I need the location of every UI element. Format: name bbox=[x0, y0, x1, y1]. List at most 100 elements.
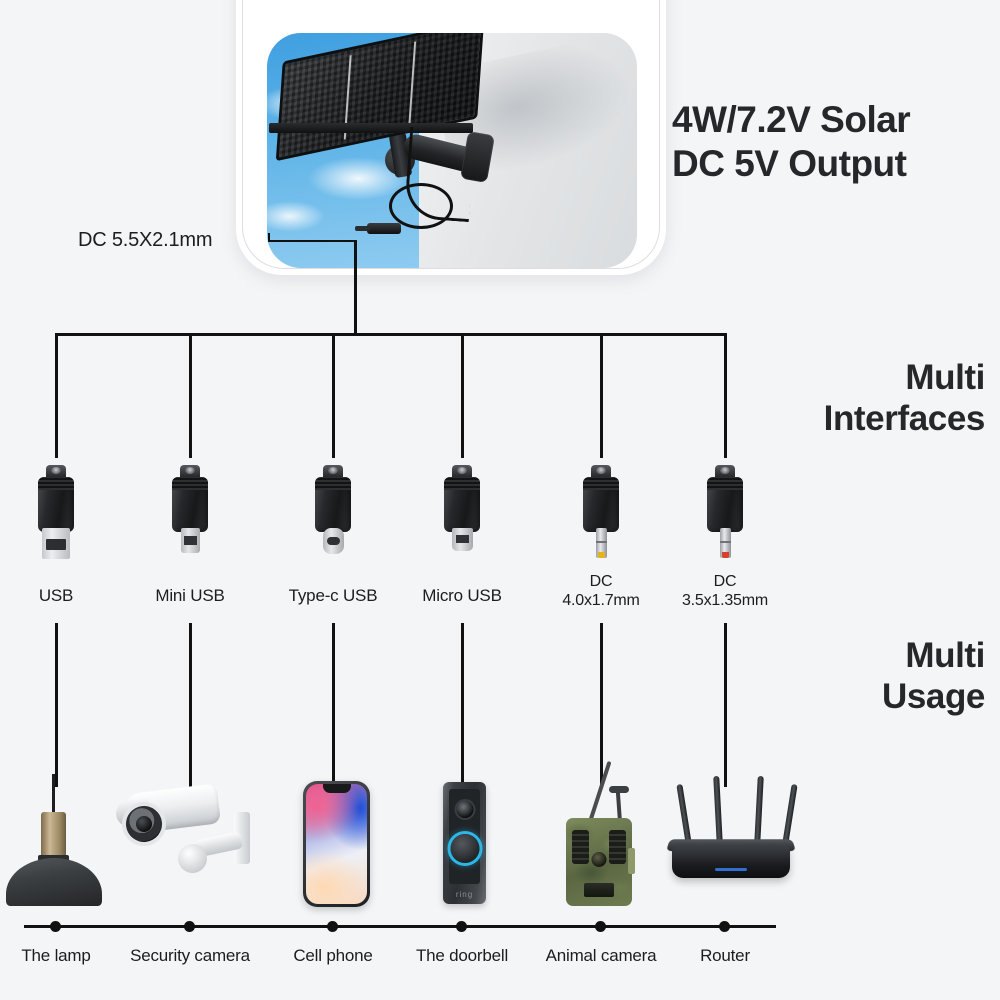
connector-ribs bbox=[707, 477, 743, 490]
video-doorbell-icon: ring bbox=[443, 782, 486, 904]
trail-camera-latch bbox=[628, 848, 635, 874]
product-photo-solar-panel bbox=[267, 33, 637, 268]
type-c-connector-icon bbox=[323, 528, 344, 554]
trail-camera-antenna-cap bbox=[609, 786, 629, 793]
baseline-dot bbox=[595, 921, 606, 932]
connector-label-dc-35-l1: DC bbox=[713, 573, 737, 590]
smartphone-icon bbox=[303, 781, 370, 907]
usb-a-connector-icon bbox=[42, 528, 70, 559]
usage-link-line bbox=[600, 623, 603, 787]
connector-label-micro-usb: Micro USB bbox=[422, 586, 502, 605]
connector-label-dc-35-l2: 3.5x1.35mm bbox=[681, 592, 769, 609]
baseline-dot bbox=[184, 921, 195, 932]
device-label-router: Router bbox=[700, 946, 750, 965]
baseline-dot bbox=[50, 921, 61, 932]
connector-socket bbox=[323, 465, 343, 480]
mini-usb-connector-icon bbox=[181, 528, 200, 553]
connector-ribs bbox=[583, 477, 619, 490]
baseline-dot bbox=[719, 921, 730, 932]
tree-drop-line bbox=[600, 333, 603, 458]
barrel-tip-color bbox=[598, 552, 605, 558]
cell-divider bbox=[408, 40, 417, 126]
connector-socket bbox=[591, 465, 611, 480]
camera-joint bbox=[178, 844, 207, 873]
device-label-camera: Security camera bbox=[130, 946, 250, 965]
connector-mini-usb[interactable] bbox=[158, 458, 222, 563]
trail-camera-body bbox=[566, 818, 635, 906]
usage-link-line bbox=[461, 623, 464, 787]
phone-notch bbox=[322, 784, 351, 793]
lamp-stem bbox=[41, 812, 66, 858]
phone-screen bbox=[306, 784, 367, 904]
connector-dc-40x17[interactable] bbox=[569, 458, 633, 563]
barrel-ring bbox=[596, 541, 607, 543]
tree-trunk-line bbox=[354, 240, 357, 334]
callout-leader-line bbox=[268, 240, 356, 242]
connector-ribs bbox=[38, 477, 74, 490]
baseline-dot bbox=[327, 921, 338, 932]
trail-camera-lens bbox=[591, 852, 607, 867]
hero-title-line2: DC 5V Output bbox=[672, 143, 907, 185]
connector-micro-usb[interactable] bbox=[430, 458, 494, 563]
trail-camera-ir-array bbox=[572, 830, 589, 864]
connector-socket bbox=[715, 465, 735, 480]
usage-link-line bbox=[724, 623, 727, 787]
device-baseline bbox=[24, 925, 776, 928]
tree-drop-line bbox=[461, 333, 464, 458]
tree-drop-line bbox=[724, 333, 727, 458]
hero-title: 4W/7.2V Solar DC 5V Output bbox=[672, 98, 992, 186]
cable-coil bbox=[389, 183, 453, 229]
section-title-usage: Multi Usage bbox=[655, 636, 985, 718]
usage-link-line bbox=[332, 623, 335, 787]
connector-type-c[interactable] bbox=[301, 458, 365, 563]
usage-line2: Usage bbox=[881, 676, 985, 716]
section-title-interfaces: Multi Interfaces bbox=[655, 358, 986, 440]
device-label-phone: Cell phone bbox=[293, 946, 373, 965]
router-antenna bbox=[713, 775, 723, 845]
connector-ribs bbox=[172, 477, 208, 490]
tree-drop-line bbox=[55, 333, 58, 458]
barrel-tip-color bbox=[722, 552, 729, 558]
lamp-cord bbox=[52, 774, 55, 816]
tree-drop-line bbox=[189, 333, 192, 458]
connector-socket bbox=[46, 465, 66, 480]
barrel-ring bbox=[720, 541, 731, 543]
interfaces-line2: Interfaces bbox=[823, 398, 986, 438]
router-antenna bbox=[754, 775, 764, 845]
dc-barrel-connector-icon bbox=[720, 528, 731, 558]
usage-line1: Multi bbox=[905, 636, 985, 675]
usage-link-line bbox=[189, 623, 192, 787]
connector-socket bbox=[180, 465, 200, 480]
dc-barrel-connector-icon bbox=[596, 528, 607, 558]
panel-edge bbox=[269, 123, 473, 133]
lamp-shade bbox=[6, 858, 102, 906]
connector-usb-a[interactable] bbox=[24, 458, 88, 563]
connector-label-dc-40-l2: 4.0x1.7mm bbox=[562, 592, 640, 609]
router-status-led bbox=[715, 868, 747, 871]
trail-camera-screen bbox=[584, 883, 614, 897]
camera-wall-plate bbox=[234, 812, 250, 864]
callout-tick bbox=[268, 233, 270, 242]
usage-link-line bbox=[55, 623, 58, 787]
connector-dc-35x135[interactable] bbox=[693, 458, 757, 563]
device-label-doorbell: The doorbell bbox=[415, 946, 509, 965]
dc-plug-tip bbox=[355, 226, 370, 231]
connector-label-usb: USB bbox=[38, 586, 74, 605]
device-label-animalcam: Animal camera bbox=[545, 946, 657, 965]
connector-ribs bbox=[315, 477, 351, 490]
micro-usb-connector-icon bbox=[452, 528, 473, 551]
connector-ribs bbox=[444, 477, 480, 490]
device-label-lamp: The lamp bbox=[21, 946, 91, 965]
dc-plug-body bbox=[367, 223, 401, 234]
tree-bus-bar bbox=[55, 333, 727, 336]
doorbell-camera-lens bbox=[456, 801, 473, 818]
dc-connector-callout-label: DC 5.5X2.1mm bbox=[78, 229, 213, 251]
connector-label-type-c: Type-c USB bbox=[288, 586, 378, 605]
hero-title-line1: 4W/7.2V Solar bbox=[672, 99, 911, 140]
router-body bbox=[672, 846, 790, 878]
doorbell-button bbox=[450, 834, 479, 863]
interfaces-line1: Multi bbox=[905, 358, 985, 397]
tree-drop-line bbox=[332, 333, 335, 458]
doorbell-brand-mark: ring bbox=[455, 890, 474, 899]
